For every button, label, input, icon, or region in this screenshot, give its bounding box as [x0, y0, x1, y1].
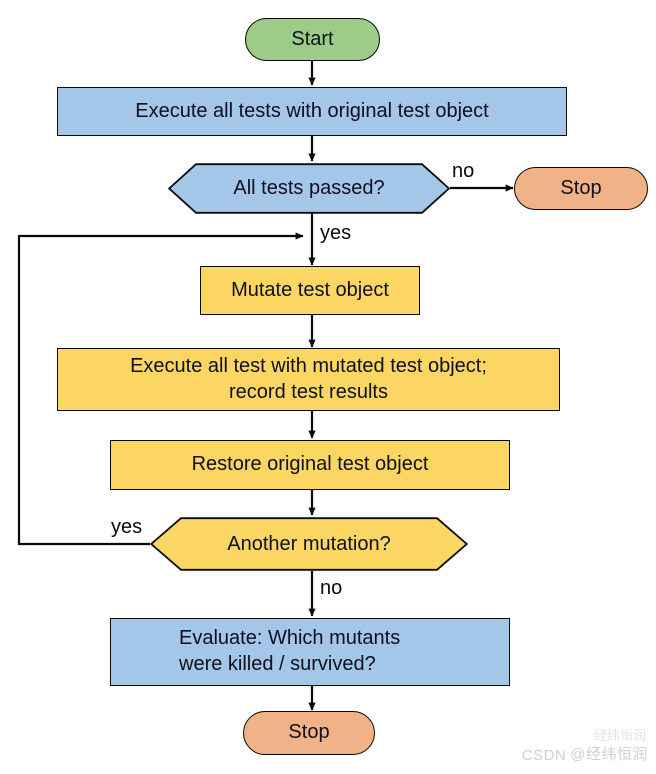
hexagon-shape	[168, 163, 450, 214]
node-another-mutation[interactable]: Another mutation?	[150, 517, 468, 571]
node-start-label: Start	[291, 27, 334, 50]
edge-label-mutation-yes: yes	[111, 516, 143, 538]
node-execute-mutated[interactable]: Execute all test with mutated test objec…	[57, 348, 560, 411]
node-stop-top-label: Stop	[560, 176, 602, 199]
node-execute-original[interactable]: Execute all tests with original test obj…	[57, 87, 567, 136]
node-execute-original-label: Execute all tests with original test obj…	[135, 99, 489, 122]
node-another-mutation-label: Another mutation?	[227, 532, 391, 555]
node-start[interactable]: Start	[245, 18, 380, 61]
node-stop-top[interactable]: Stop	[514, 167, 648, 210]
node-all-tests-passed[interactable]: All tests passed?	[168, 163, 450, 214]
node-execute-mutated-label: Execute all test with mutated test objec…	[130, 354, 487, 403]
edge-loop-back-another-mutation-yes	[17, 232, 304, 546]
edge-label-mutation-no: no	[320, 577, 343, 599]
node-mutate-test-object[interactable]: Mutate test object	[200, 266, 420, 315]
node-stop-bottom-label: Stop	[288, 721, 330, 744]
edge-label-passed-yes: yes	[320, 222, 352, 244]
node-mutate-test-object-label: Mutate test object	[231, 278, 389, 301]
watermark: CSDN @经纬恒润	[522, 743, 648, 764]
node-evaluate[interactable]: Evaluate: Which mutants were killed / su…	[110, 618, 510, 686]
edge-label-passed-no: no	[452, 160, 475, 182]
watermark-prefix: CSDN	[521, 747, 567, 764]
node-all-tests-passed-label: All tests passed?	[233, 177, 385, 199]
node-restore-original-label: Restore original test object	[191, 453, 429, 476]
node-stop-bottom[interactable]: Stop	[243, 711, 375, 755]
node-restore-original[interactable]: Restore original test object	[110, 440, 510, 490]
watermark-handle: @经纬恒润	[570, 746, 648, 763]
watermark-logo: 经纬恒润	[593, 728, 646, 743]
node-evaluate-label: Evaluate: Which mutants were killed / su…	[179, 627, 401, 675]
hexagon-shape	[150, 517, 468, 571]
